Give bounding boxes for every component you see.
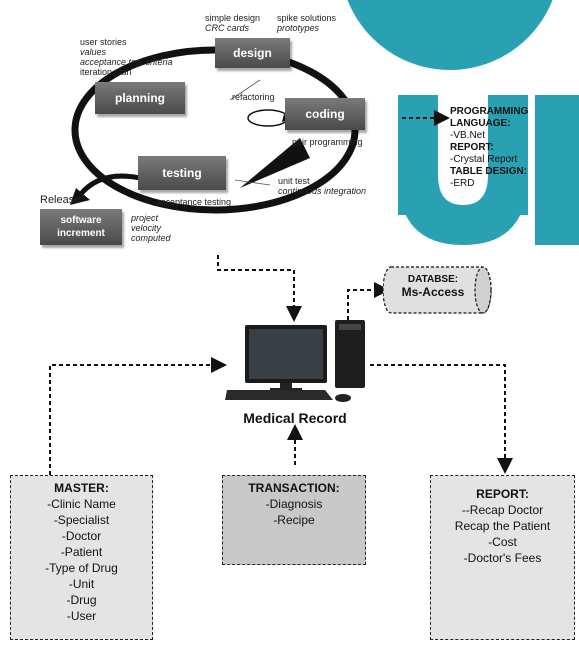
release-text: Release [40, 194, 81, 206]
software-increment-box: software increment [40, 209, 122, 245]
design-label: design [233, 46, 272, 60]
report-item-0: --Recap Doctor [461, 503, 544, 517]
prog-lang-label: PROGRAMMING LANGUAGE: [450, 106, 529, 129]
system-title: Medical Record [243, 410, 347, 426]
master-item-7: -User [66, 609, 97, 623]
transaction-doc: TRANSACTION: -Diagnosis -Recipe [222, 475, 366, 565]
pointer-line-1 [229, 79, 261, 101]
computer-icon [225, 320, 365, 402]
master-item-1: -Specialist [53, 513, 110, 527]
master-item-4: -Type of Drug [45, 561, 118, 575]
increment-line-2: increment [57, 228, 105, 239]
monitor-neck [280, 383, 292, 389]
monitor-stand [270, 388, 302, 391]
report-doc: REPORT: --Recap Doctor Recap the Patient… [430, 475, 575, 640]
coding-label: coding [305, 107, 345, 121]
watermark-u-base [398, 175, 528, 245]
release-arrowhead [70, 188, 90, 205]
report-connector [370, 364, 513, 474]
acceptance-testing-text: acceptance testing [156, 197, 232, 207]
testing-label: testing [162, 166, 202, 180]
planning-notes: user stories values acceptance test crit… [80, 37, 173, 77]
mouse [335, 394, 351, 402]
increment-note-2: computed [131, 233, 171, 243]
report-item-1: Recap the Patient [454, 519, 551, 533]
xp-to-computer-connector [217, 255, 302, 322]
tower-drive [339, 324, 361, 330]
planning-note-2: acceptance test criteria [80, 57, 173, 67]
master-item-2: -Doctor [61, 529, 102, 543]
monitor-screen [249, 329, 323, 379]
watermark-bar-3 [535, 95, 579, 245]
table-design-value: -ERD [450, 178, 475, 189]
planning-note-3: iteration plan [80, 67, 132, 77]
master-doc: MASTER: -Clinic Name -Specialist -Doctor… [10, 475, 153, 640]
increment-note-1: velocity [131, 223, 162, 233]
database-label: DATABSE: [407, 274, 459, 285]
unit-test-text: unit test [278, 176, 310, 186]
planning-label: planning [115, 91, 165, 105]
planning-note-1: values [80, 47, 107, 57]
design-notes: simple design CRC cards [205, 13, 260, 33]
master-item-0: -Clinic Name [47, 497, 116, 511]
master-title: MASTER: [54, 481, 109, 495]
spike-notes: spike solutions prototypes [277, 13, 336, 33]
transaction-item-0: -Diagnosis [265, 497, 323, 511]
prototypes-text: prototypes [277, 23, 320, 33]
table-design-label: TABLE DESIGN: [450, 166, 528, 177]
database-body [383, 266, 492, 314]
database-text: DATABSE: Ms-Access [388, 273, 478, 299]
refactoring-text: refactoring [232, 92, 275, 102]
transaction-title: TRANSACTION: [248, 481, 340, 495]
design-box: design [215, 38, 290, 68]
transaction-item-1: -Recipe [273, 513, 315, 527]
spike-solutions-text: spike solutions [277, 13, 337, 23]
report-item-2: -Cost [488, 535, 517, 549]
master-item-5: -Unit [68, 577, 95, 591]
master-connector [49, 357, 227, 475]
testing-box: testing [138, 156, 226, 190]
increment-line-1: software [60, 215, 102, 226]
unit-test-notes: unit test continuous integration [278, 176, 366, 196]
tech-stack: PROGRAMMING LANGUAGE: -VB.Net REPORT: -C… [450, 106, 575, 190]
master-item-3: -Patient [60, 545, 103, 559]
keyboard [225, 390, 333, 400]
crc-cards-text: CRC cards [205, 23, 250, 33]
database-cylinder [383, 266, 492, 314]
planning-note-0: user stories [80, 37, 127, 47]
watermark-circle [347, 0, 553, 70]
prog-lang-value: -VB.Net [450, 130, 486, 141]
db-connector [347, 282, 390, 320]
planning-box: planning [95, 82, 185, 114]
report-title: REPORT: [476, 487, 529, 501]
coding-box: coding [285, 98, 365, 130]
report-value: -Crystal Report [450, 154, 518, 165]
increment-notes: project velocity computed [131, 213, 171, 243]
database-value: Ms-Access [401, 285, 465, 299]
tower-case [335, 320, 365, 388]
pointer-line-2 [234, 179, 271, 186]
report-label: REPORT: [450, 142, 494, 153]
cycle-arrowhead [240, 138, 310, 188]
report-item-3: -Doctor's Fees [463, 551, 542, 565]
master-item-6: -Drug [66, 593, 97, 607]
pair-programming-text: pair programming [292, 137, 363, 147]
simple-design-text: simple design [205, 13, 261, 23]
increment-note-0: project [131, 213, 159, 223]
release-arrow [78, 173, 141, 197]
database-end [474, 266, 492, 314]
continuous-integration-text: continuous integration [278, 186, 367, 196]
